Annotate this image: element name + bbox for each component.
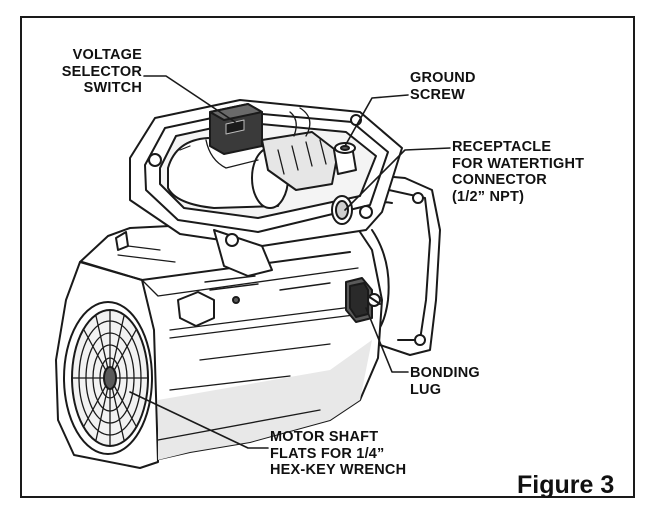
terminal-box	[129, 99, 403, 277]
leader-lines	[129, 75, 451, 449]
ground-screw-label: GROUND SCREW	[410, 70, 476, 103]
bonding-lug-part	[345, 277, 381, 323]
figure-caption: Figure 3	[517, 471, 615, 499]
bonding-lug-label: BONDING LUG	[410, 365, 480, 398]
voltage-selector-switch-label: VOLTAGE SELECTOR SWITCH	[61, 47, 142, 96]
motor-shaft-label: MOTOR SHAFT FLATS FOR 1/4” HEX-KEY WRENC…	[270, 429, 407, 478]
fan-grille	[63, 301, 153, 455]
receptacle-label: RECEPTACLE FOR WATERTIGHT CONNECTOR (1/2…	[452, 139, 585, 205]
